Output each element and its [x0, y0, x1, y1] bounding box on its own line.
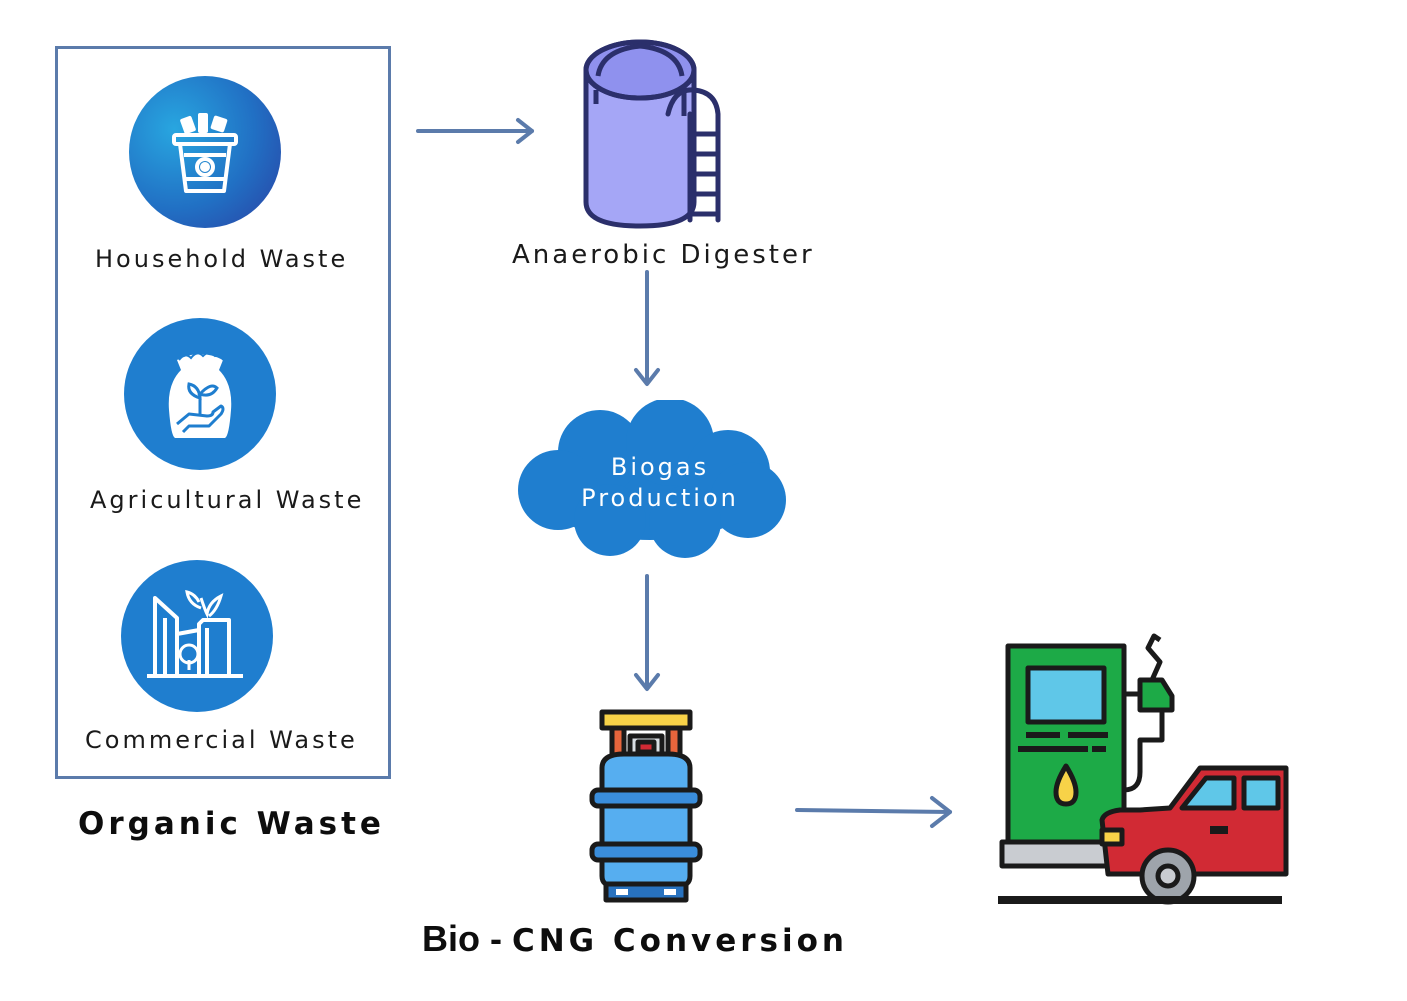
conversion-title: Bio - CNG Conversion	[422, 918, 848, 960]
commercial-waste-label: Commercial Waste	[85, 726, 358, 754]
arrow-to-fuel-station	[795, 796, 952, 828]
trash-bin-icon	[172, 113, 238, 193]
conversion-title-rest: CNG Conversion	[511, 923, 848, 959]
biogas-label-line2: Production	[581, 484, 739, 512]
household-waste-circle	[129, 76, 281, 228]
biogas-label-line1: Biogas	[610, 453, 710, 481]
arrow-to-biogas	[634, 270, 660, 386]
conversion-title-prefix: Bio -	[422, 918, 512, 959]
car-icon	[1099, 765, 1289, 905]
biogas-label: Biogas Production	[560, 452, 760, 514]
agricultural-waste-circle	[124, 318, 276, 470]
agricultural-waste-label: Agricultural Waste	[90, 486, 365, 514]
gas-cylinder-icon	[589, 709, 703, 903]
arrow-to-cylinder	[634, 574, 660, 691]
household-waste-label: Household Waste	[95, 245, 349, 273]
biogas-cloud	[518, 400, 786, 558]
organic-waste-title: Organic Waste	[78, 806, 385, 842]
anaerobic-digester-label: Anaerobic Digester	[512, 240, 815, 270]
seed-bag-icon	[168, 352, 232, 438]
commercial-waste-circle	[121, 560, 273, 712]
organic-waste-box	[55, 46, 391, 779]
digester-tank-icon	[583, 39, 721, 229]
fuel-station-illustration	[998, 633, 1289, 905]
arrow-to-digester	[416, 118, 534, 144]
green-factory-icon	[147, 589, 243, 678]
